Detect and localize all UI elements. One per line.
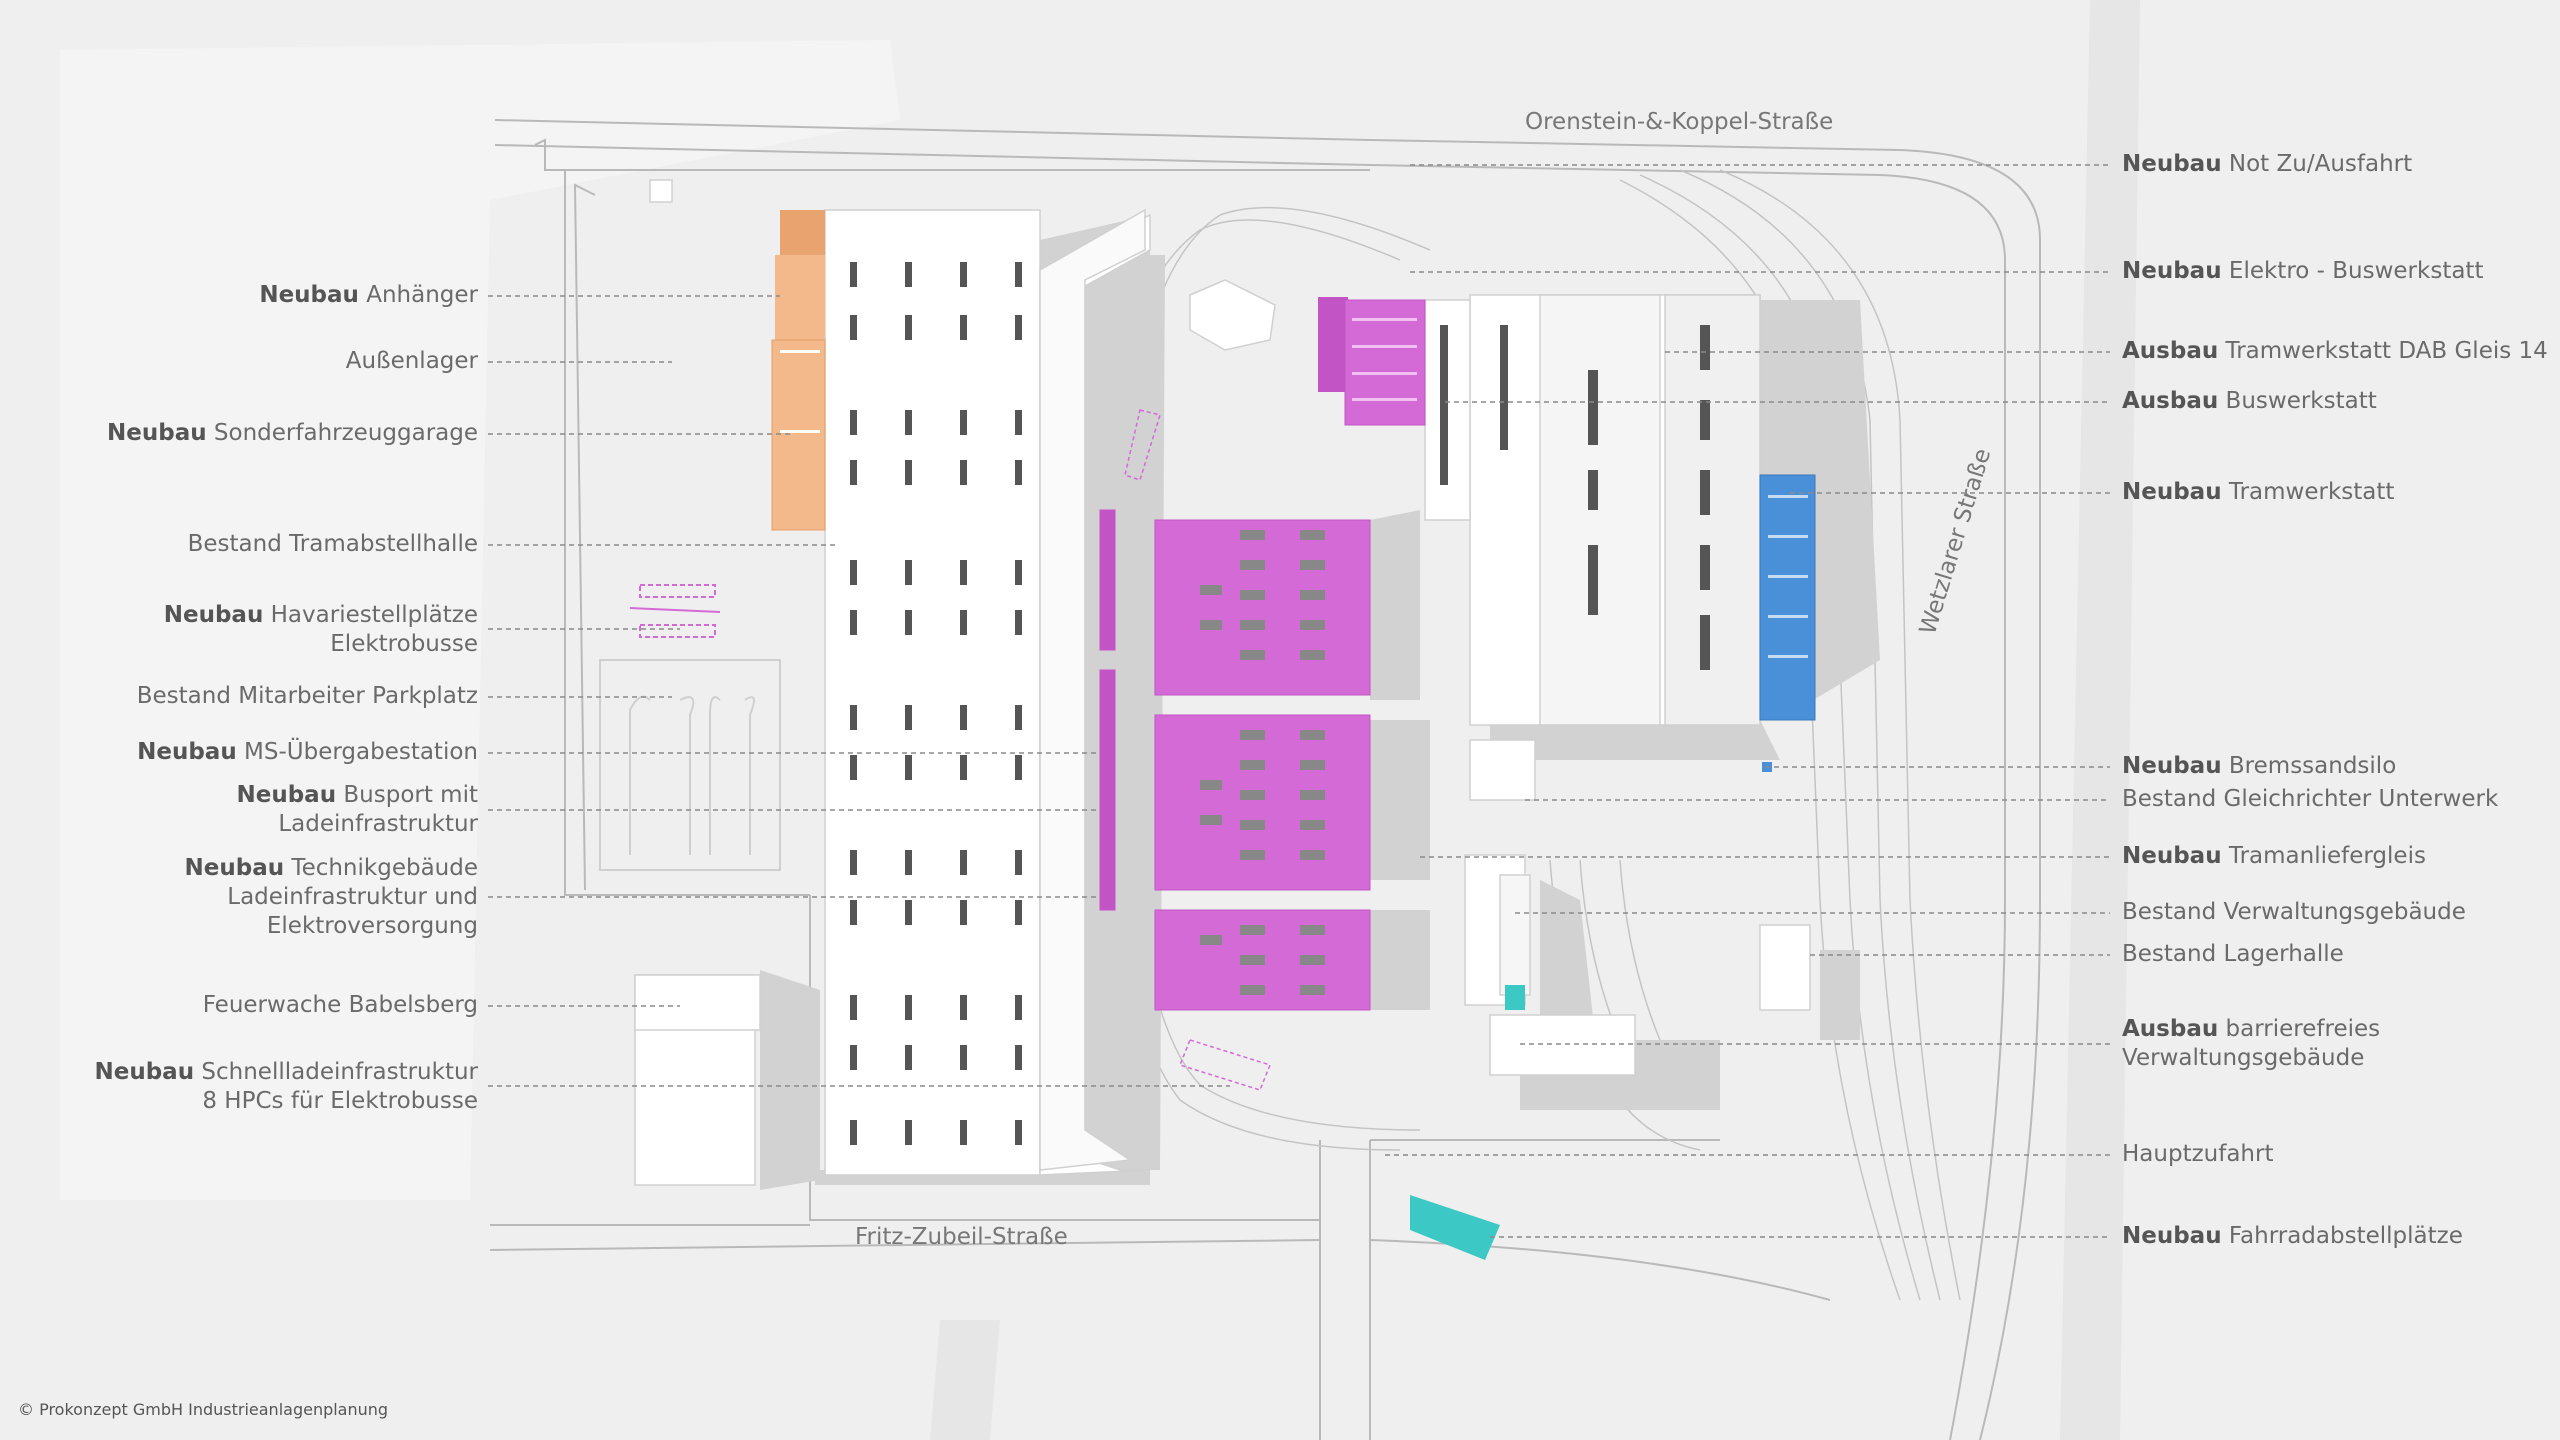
copyright-notice: © Prokonzept GmbH Industrieanlagenplanun… [18, 1400, 389, 1419]
tram-hall-markers [850, 262, 1710, 1145]
label-neubau-tramanliefergleis: Neubau Tramanliefergleis [2122, 843, 2426, 869]
label-bestand-gleichrichter-unterwerk: Bestand Gleichrichter Unterwerk [2122, 786, 2499, 812]
label-bestand-verwaltungsgebaeude: Bestand Verwaltungsgebäude [2122, 899, 2466, 925]
label-aussenlager: Außenlager [345, 348, 478, 374]
busport-bays [1200, 530, 1325, 995]
hpc-charging [1124, 409, 1271, 1091]
label-hauptzufahrt: Hauptzufahrt [2122, 1141, 2274, 1167]
label-neubau-not-zu-ausfahrt: Neubau Not Zu/Ausfahrt [2122, 151, 2413, 177]
label-neubau-fahrradabstellplaetze: Neubau Fahrradabstellplätze [2122, 1223, 2463, 1249]
label-neubau-elektro-buswerkstatt: Neubau Elektro - Buswerkstatt [2122, 258, 2484, 284]
busport [1099, 509, 1371, 1011]
leader-lines [488, 164, 2110, 1238]
street-north: Orenstein-&-Koppel-Straße [1525, 109, 1834, 135]
label-neubau-sonderfahrzeuggarage: Neubau Sonderfahrzeuggarage [107, 420, 478, 446]
elektro-buswerkstatt [1318, 297, 1426, 426]
label-bestand-tramabstellhalle: Bestand Tramabstellhalle [187, 531, 478, 557]
label-neubau-bremssandsilo: Neubau Bremssandsilo [2122, 753, 2397, 779]
ground [60, 0, 2140, 1440]
label-neubau-ms-uebergabestation: Neubau MS-Übergabestation [137, 739, 478, 765]
label-bestand-lagerhalle: Bestand Lagerhalle [2122, 941, 2344, 967]
label-bestand-mitarbeiter-parkplatz: Bestand Mitarbeiter Parkplatz [136, 683, 478, 709]
sonderfahrzeuggarage [771, 210, 826, 531]
havariestellplaetze [629, 584, 721, 638]
tramabstellhalle [824, 209, 1041, 1176]
label-neubau-tramwerkstatt: Neubau Tramwerkstatt [2122, 479, 2395, 505]
label-neubau-anhaenger: Neubau Anhänger [259, 282, 478, 308]
label-ausbau-tramwerkstatt-dab: Ausbau Tramwerkstatt DAB Gleis 14 [2122, 338, 2548, 364]
existing-buildings [634, 179, 1811, 1186]
cyan-elements [1410, 985, 1525, 1260]
neubau-tramwerkstatt [1759, 474, 1816, 772]
parking-lot [599, 659, 781, 871]
label-feuerwache-babelsberg: Feuerwache Babelsberg [202, 992, 478, 1018]
street-south: Fritz-Zubeil-Straße [855, 1224, 1068, 1250]
label-ausbau-buswerkstatt: Ausbau Buswerkstatt [2122, 388, 2377, 414]
